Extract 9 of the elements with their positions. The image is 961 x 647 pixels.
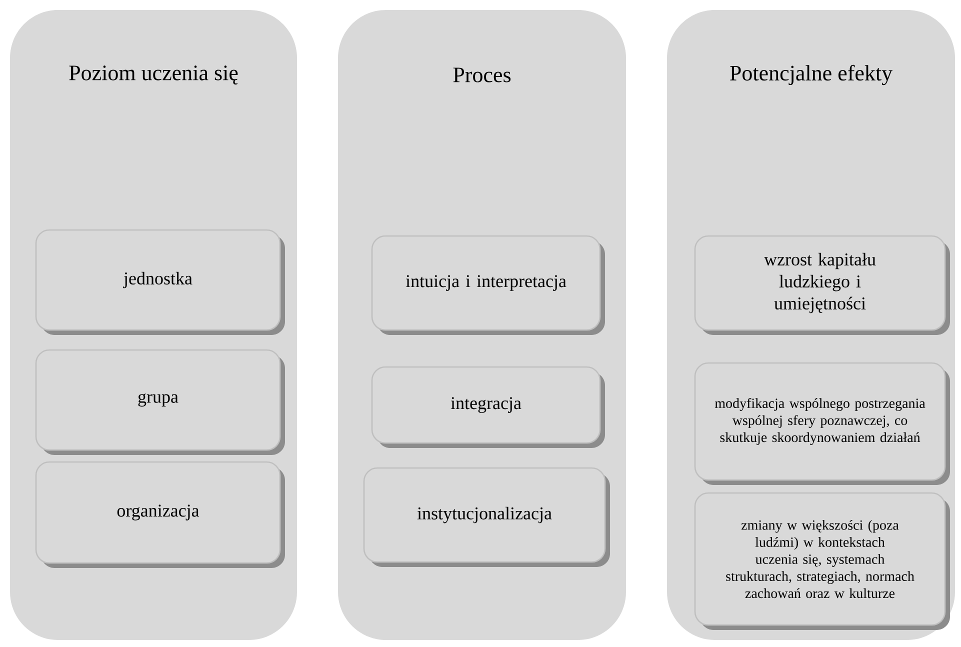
text-box: instytucjonalizacja xyxy=(363,467,610,567)
text-box: zmiany w większości (poza ludźmi) w kontekstach uczenia się, systemach strukturach, strategiach, normach zachowań oraz w kulturze xyxy=(694,492,950,630)
text-box: modyfikacja wspólnego postrzegania wspólnej sfery poznawczej, co skutkuje skoordynowaniem działań xyxy=(694,362,950,485)
text-box: grupa xyxy=(35,349,285,455)
text-box: wzrost kapitału ludzkiego i umiejętności xyxy=(694,235,950,335)
text-box: organizacja xyxy=(35,461,285,568)
text-box: integracja xyxy=(371,366,605,448)
text-box: intuicja i interpretacja xyxy=(371,235,605,335)
text-box: jednostka xyxy=(35,229,285,335)
